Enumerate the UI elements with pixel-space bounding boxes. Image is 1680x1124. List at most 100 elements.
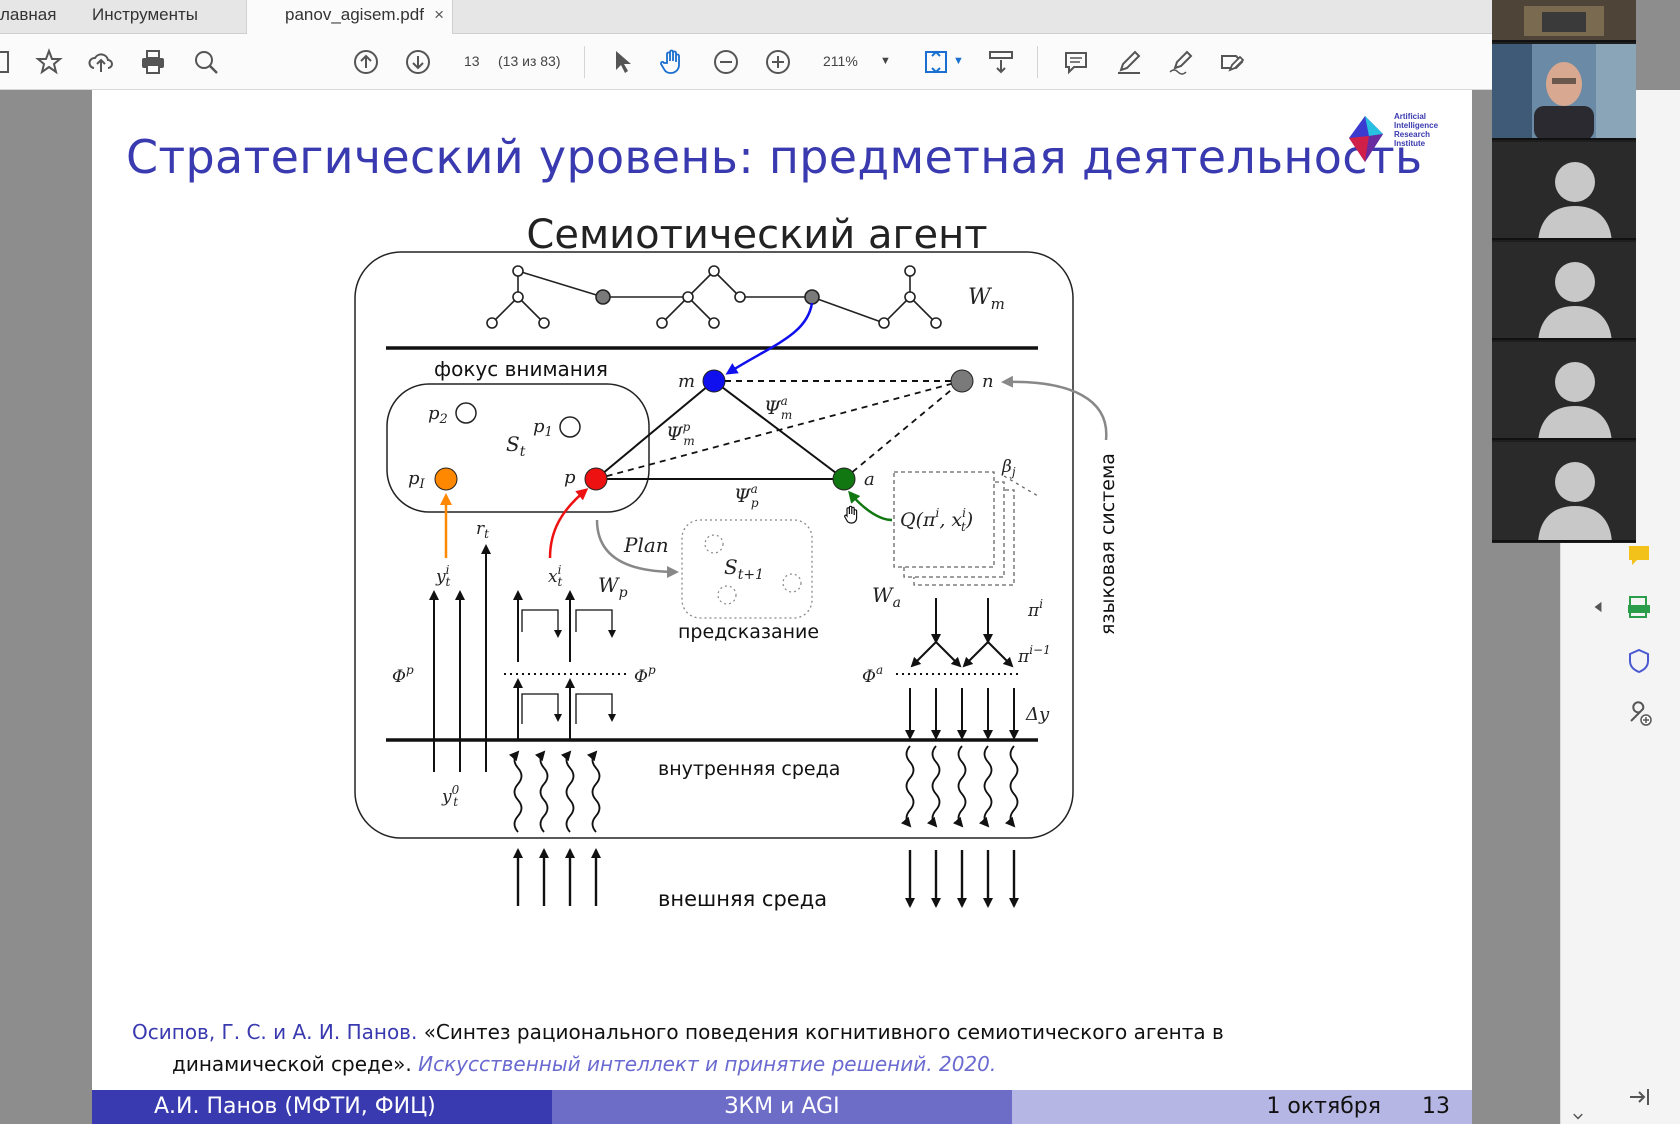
fill-sign-icon[interactable] bbox=[1216, 46, 1248, 78]
star-icon[interactable] bbox=[33, 46, 65, 78]
label-phi-a: Φa bbox=[862, 663, 883, 687]
node-n bbox=[950, 369, 974, 393]
tab-tools[interactable]: Инструменты bbox=[92, 5, 199, 24]
node-p bbox=[584, 467, 608, 491]
airi-logo bbox=[1349, 116, 1383, 162]
video-tile-room[interactable] bbox=[1492, 0, 1636, 42]
node-p2 bbox=[455, 402, 477, 424]
close-tab-icon[interactable]: × bbox=[434, 5, 444, 24]
label-p1: p1 bbox=[533, 416, 553, 440]
print-icon[interactable] bbox=[137, 46, 169, 78]
document-viewport[interactable]: Стратегический уровень: предметная деяте… bbox=[0, 90, 1492, 1124]
citation-title-1: «Синтез рационального поведения когнитив… bbox=[423, 1020, 1224, 1044]
logo-text: Artificial Intelligence Research Institu… bbox=[1394, 112, 1439, 148]
prediction-box bbox=[681, 519, 813, 619]
collapse-pane-icon[interactable] bbox=[1586, 590, 1610, 624]
focus-label: фокус внимания bbox=[434, 357, 608, 381]
perception-wave-arrows bbox=[508, 750, 601, 833]
attention-focus-box bbox=[386, 383, 650, 513]
sign-icon[interactable] bbox=[1165, 46, 1197, 78]
arrow-gray-language bbox=[1001, 375, 1108, 441]
label-st: St bbox=[506, 432, 526, 460]
label-pi-i: πi bbox=[1027, 597, 1043, 621]
label-plan: Plan bbox=[623, 533, 669, 557]
arrow-gray-plan bbox=[595, 519, 679, 578]
more-tools-icon[interactable] bbox=[1622, 696, 1656, 730]
label-st1: St+1 bbox=[724, 555, 764, 583]
hand-tool-icon[interactable] bbox=[656, 46, 688, 78]
page-number-input[interactable]: 13 bbox=[464, 53, 480, 69]
next-page-icon[interactable] bbox=[402, 46, 434, 78]
export-pdf-icon[interactable] bbox=[1622, 590, 1656, 624]
world-model-graph bbox=[486, 265, 942, 329]
diagram-title: Семиотический агент bbox=[526, 212, 988, 258]
previous-page-icon[interactable] bbox=[350, 46, 382, 78]
footer-title: ЗКМ и AGI bbox=[552, 1090, 1012, 1124]
outer-env-label: внешняя среда bbox=[658, 887, 827, 911]
node-a bbox=[832, 467, 856, 491]
protect-shield-icon[interactable] bbox=[1622, 644, 1656, 678]
chevron-down-icon[interactable] bbox=[1568, 1100, 1588, 1124]
exit-icon[interactable] bbox=[1622, 1080, 1656, 1114]
semiotic-agent-diagram: Wm фокус внимания p2 p1 St pI p bbox=[354, 251, 1119, 911]
citation-authors: Осипов, Г. С. и А. И. Панов. bbox=[132, 1020, 418, 1044]
select-cursor-icon[interactable] bbox=[606, 46, 638, 78]
citation-title-2: динамической среде». bbox=[172, 1052, 412, 1076]
chevron-down-icon[interactable]: ▼ bbox=[880, 55, 891, 67]
citation-year: 2020. bbox=[938, 1052, 997, 1076]
video-tile-speaker[interactable] bbox=[1492, 44, 1636, 140]
page-icon[interactable] bbox=[0, 46, 18, 78]
agent-boundary bbox=[354, 251, 1074, 839]
slide-footer: А.И. Панов (МФТИ, ФИЦ) ЗКМ и AGI 1 октяб… bbox=[92, 1090, 1472, 1124]
toolbar-divider bbox=[1037, 46, 1038, 78]
footer-date-page: 1 октября 13 bbox=[1012, 1090, 1472, 1124]
video-tile-participant[interactable] bbox=[1492, 342, 1636, 440]
label-beta: βj bbox=[1001, 457, 1016, 479]
label-wm: Wm bbox=[968, 285, 1005, 313]
highlight-pen-icon[interactable] bbox=[1113, 46, 1145, 78]
arrow-red bbox=[548, 488, 589, 559]
video-tile-participant[interactable] bbox=[1492, 142, 1636, 240]
tab-document-label: panov_agisem.pdf bbox=[285, 5, 424, 24]
chevron-down-icon[interactable]: ▼ bbox=[953, 55, 964, 67]
slide-title: Стратегический уровень: предметная деяте… bbox=[126, 130, 1423, 184]
fit-page-icon[interactable] bbox=[920, 46, 952, 78]
search-icon[interactable] bbox=[190, 46, 222, 78]
citation: Осипов, Г. С. и А. И. Панов. «Синтез рац… bbox=[132, 1016, 1422, 1080]
footer-date: 1 октября bbox=[1266, 1094, 1381, 1119]
upload-cloud-icon[interactable] bbox=[85, 46, 117, 78]
footer-author: А.И. Панов (МФТИ, ФИЦ) bbox=[92, 1090, 552, 1124]
label-n: n bbox=[982, 371, 994, 392]
language-system-label: языковая система bbox=[1097, 453, 1119, 635]
zoom-level-dropdown[interactable]: 211% bbox=[823, 53, 858, 69]
comment-icon[interactable] bbox=[1060, 46, 1092, 78]
node-pI bbox=[434, 467, 458, 491]
label-dy: Δy bbox=[1025, 704, 1050, 725]
tab-bar: лавная Инструменты panov_agisem.pdf × bbox=[0, 0, 1492, 34]
inner-env-label: внутренняя среда bbox=[658, 758, 840, 780]
citation-journal: Искусственный интеллект и принятие решен… bbox=[418, 1052, 933, 1076]
scroll-mode-icon[interactable] bbox=[985, 46, 1017, 78]
zoom-out-icon[interactable] bbox=[710, 46, 742, 78]
pdf-page: Стратегический уровень: предметная деяте… bbox=[92, 90, 1472, 1124]
arrow-blue bbox=[725, 302, 814, 375]
video-tile-participant[interactable] bbox=[1492, 242, 1636, 340]
prediction-label: предсказание bbox=[678, 621, 819, 643]
tab-document[interactable]: panov_agisem.pdf × bbox=[246, 0, 453, 34]
label-p2: p2 bbox=[428, 403, 448, 427]
video-tile-participant[interactable] bbox=[1492, 442, 1636, 542]
label-pI: pI bbox=[408, 468, 426, 492]
arrow-green bbox=[848, 490, 893, 522]
page-count: (13 из 83) bbox=[498, 53, 561, 69]
zoom-in-icon[interactable] bbox=[762, 46, 794, 78]
comment-tool-icon[interactable] bbox=[1622, 538, 1656, 572]
tab-home[interactable]: лавная bbox=[0, 5, 57, 24]
label-phi-p-mid: Φp bbox=[634, 663, 656, 687]
